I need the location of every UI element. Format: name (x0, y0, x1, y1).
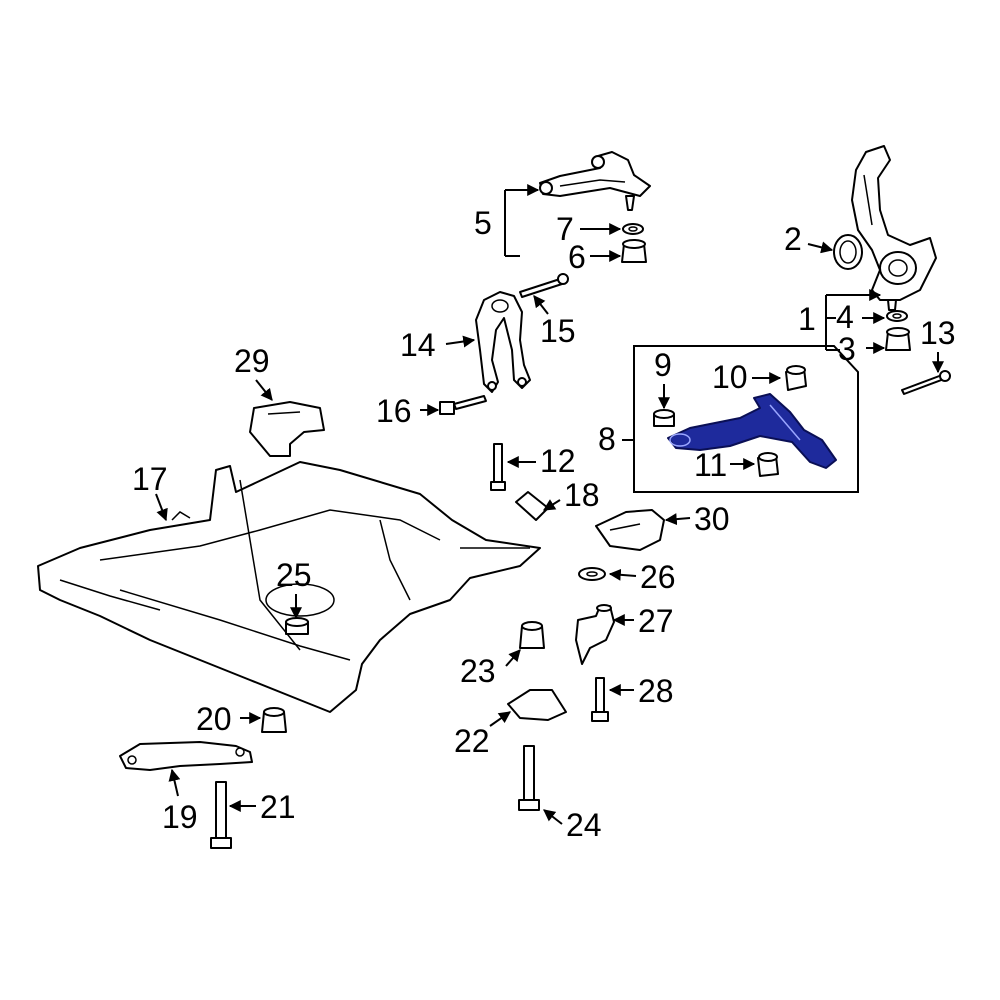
callout-10: 10 (712, 359, 748, 395)
subframe (37, 461, 541, 713)
callout-5: 5 (474, 205, 492, 241)
callout-29: 29 (234, 343, 270, 379)
callout-labels: 1 2 3 4 5 6 7 8 9 10 11 12 13 14 15 16 1… (132, 205, 956, 843)
bolt-13 (901, 370, 951, 395)
bolt-24 (518, 745, 540, 811)
callout-18: 18 (564, 477, 600, 513)
callout-4: 4 (836, 299, 854, 335)
bushing-25 (285, 617, 309, 635)
washer-26 (578, 567, 606, 581)
callout-3: 3 (838, 331, 856, 367)
mount-27 (575, 604, 615, 665)
callout-24: 24 (566, 807, 602, 843)
callout-23: 23 (460, 653, 496, 689)
callout-30: 30 (694, 501, 730, 537)
bushing-7 (622, 223, 644, 235)
callout-22: 22 (454, 723, 490, 759)
callout-19: 19 (162, 799, 198, 835)
callout-9: 9 (654, 347, 672, 383)
bolt-15 (519, 273, 569, 298)
callout-2: 2 (784, 221, 802, 257)
upper-control-arm (539, 151, 651, 211)
bolt-12 (490, 443, 506, 491)
steering-knuckle (851, 145, 937, 311)
callout-25: 25 (276, 557, 312, 593)
bushing-9 (653, 409, 675, 427)
callout-20: 20 (196, 701, 232, 737)
bushing-6 (621, 239, 647, 263)
bushing-4 (886, 310, 908, 322)
callout-14: 14 (400, 327, 436, 363)
bolt-21 (210, 781, 232, 849)
ring-2 (833, 234, 863, 270)
bushing-23 (519, 621, 545, 649)
callout-27: 27 (638, 603, 674, 639)
fork-bracket-14 (475, 291, 531, 393)
lower-control-arm (667, 393, 837, 469)
bracket-30 (595, 509, 665, 551)
leader-lines (155, 184, 944, 825)
bushing-3 (885, 327, 911, 351)
mount-29 (249, 401, 325, 457)
callout-1: 1 (798, 301, 816, 337)
bushing-10 (785, 365, 807, 391)
clip-18 (515, 491, 549, 521)
callout-7: 7 (556, 211, 574, 247)
callout-15: 15 (540, 313, 576, 349)
callout-6: 6 (568, 239, 586, 275)
lower-arm-group-box (633, 345, 859, 493)
callout-13: 13 (920, 315, 956, 351)
callout-26: 26 (640, 559, 676, 595)
callout-28: 28 (638, 673, 674, 709)
callout-17: 17 (132, 461, 168, 497)
bolt-16 (439, 395, 487, 415)
callout-12: 12 (540, 443, 576, 479)
callout-8: 8 (598, 421, 616, 457)
bushing-11 (757, 452, 779, 477)
bushing-20 (261, 707, 287, 733)
brace-19 (119, 741, 253, 771)
bolt-28 (591, 677, 609, 722)
callout-16: 16 (376, 393, 412, 429)
callout-21: 21 (260, 789, 296, 825)
callout-11: 11 (694, 447, 727, 483)
plate-22 (507, 689, 567, 721)
